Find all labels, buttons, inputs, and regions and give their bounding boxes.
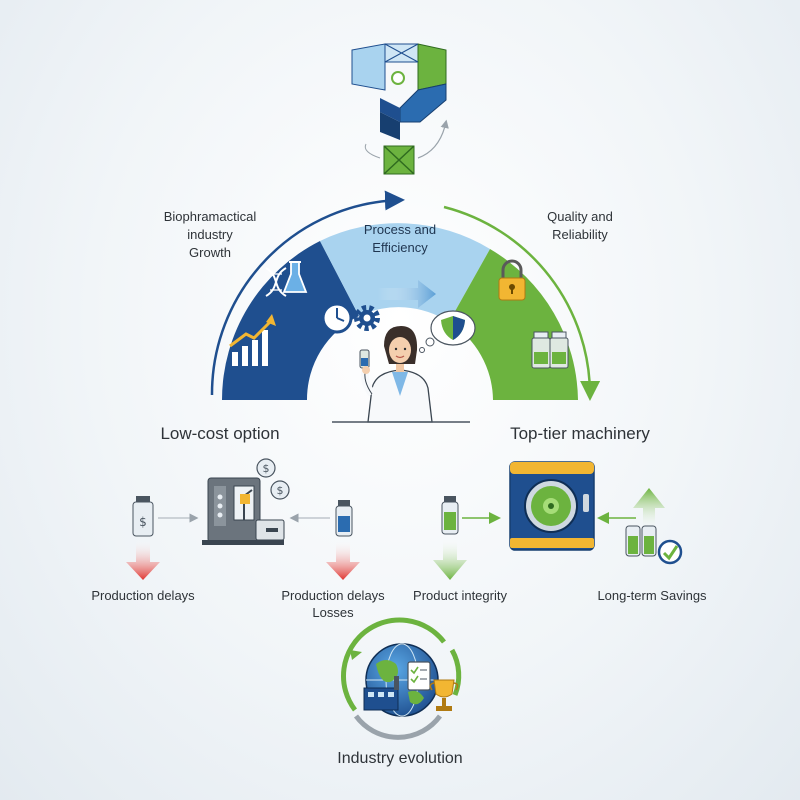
growth-arrow <box>210 190 405 396</box>
medicine-vials-icon <box>531 331 569 369</box>
production-delays-label: Production delays <box>91 588 195 603</box>
cycle-arrows-icon <box>341 617 462 740</box>
svg-text:$: $ <box>263 462 270 475</box>
svg-text:$: $ <box>277 484 284 497</box>
coin-icons: $ $ <box>256 458 290 500</box>
product-integrity-label: Product integrity <box>413 588 507 603</box>
checklist-icon <box>407 661 431 691</box>
dollar-vial-icon: $ <box>132 496 154 537</box>
arc-segment-process <box>320 223 490 322</box>
top-tier-machine-icon <box>509 461 595 551</box>
production-delays-losses-arrow <box>326 540 360 580</box>
quality-reliability-label: Quality and Reliability <box>547 209 613 242</box>
flask-icon <box>282 261 308 293</box>
savings-up-arrow <box>633 488 665 530</box>
thought-bubble-shield-icon <box>419 310 476 353</box>
top-tier-machinery-label: Top-tier machinery <box>510 424 650 443</box>
process-flow-arrow <box>378 280 436 308</box>
factory-icon <box>363 676 399 711</box>
savings-vials-check-icon <box>625 525 683 565</box>
growth-bar-chart-icon <box>229 314 276 366</box>
scientist-illustration <box>359 326 433 423</box>
process-efficiency-label: Process and Efficiency <box>363 222 437 255</box>
trophy-icon <box>429 679 459 711</box>
green-vial-icon <box>441 496 459 535</box>
quality-arrow <box>443 205 601 401</box>
blue-vial-icon <box>335 500 353 537</box>
long-term-savings-label: Long-term Savings <box>597 588 707 603</box>
industry-evolution-label: Industry evolution <box>337 750 463 767</box>
growth-label: Biophramactical industry Growth <box>163 209 257 260</box>
production-delays-losses-label: Production delays Losses <box>281 588 385 620</box>
product-integrity-arrow <box>433 538 467 580</box>
low-cost-option-label: Low-cost option <box>160 424 280 443</box>
production-delays-arrow <box>126 540 160 580</box>
svg-text:$: $ <box>139 515 147 529</box>
question-mark-icon <box>351 43 449 175</box>
dna-icon <box>265 267 287 297</box>
gear-icon <box>354 305 380 331</box>
low-cost-machine-icon <box>202 477 285 545</box>
stopwatch-icon <box>321 299 353 334</box>
lock-icon <box>498 259 526 301</box>
